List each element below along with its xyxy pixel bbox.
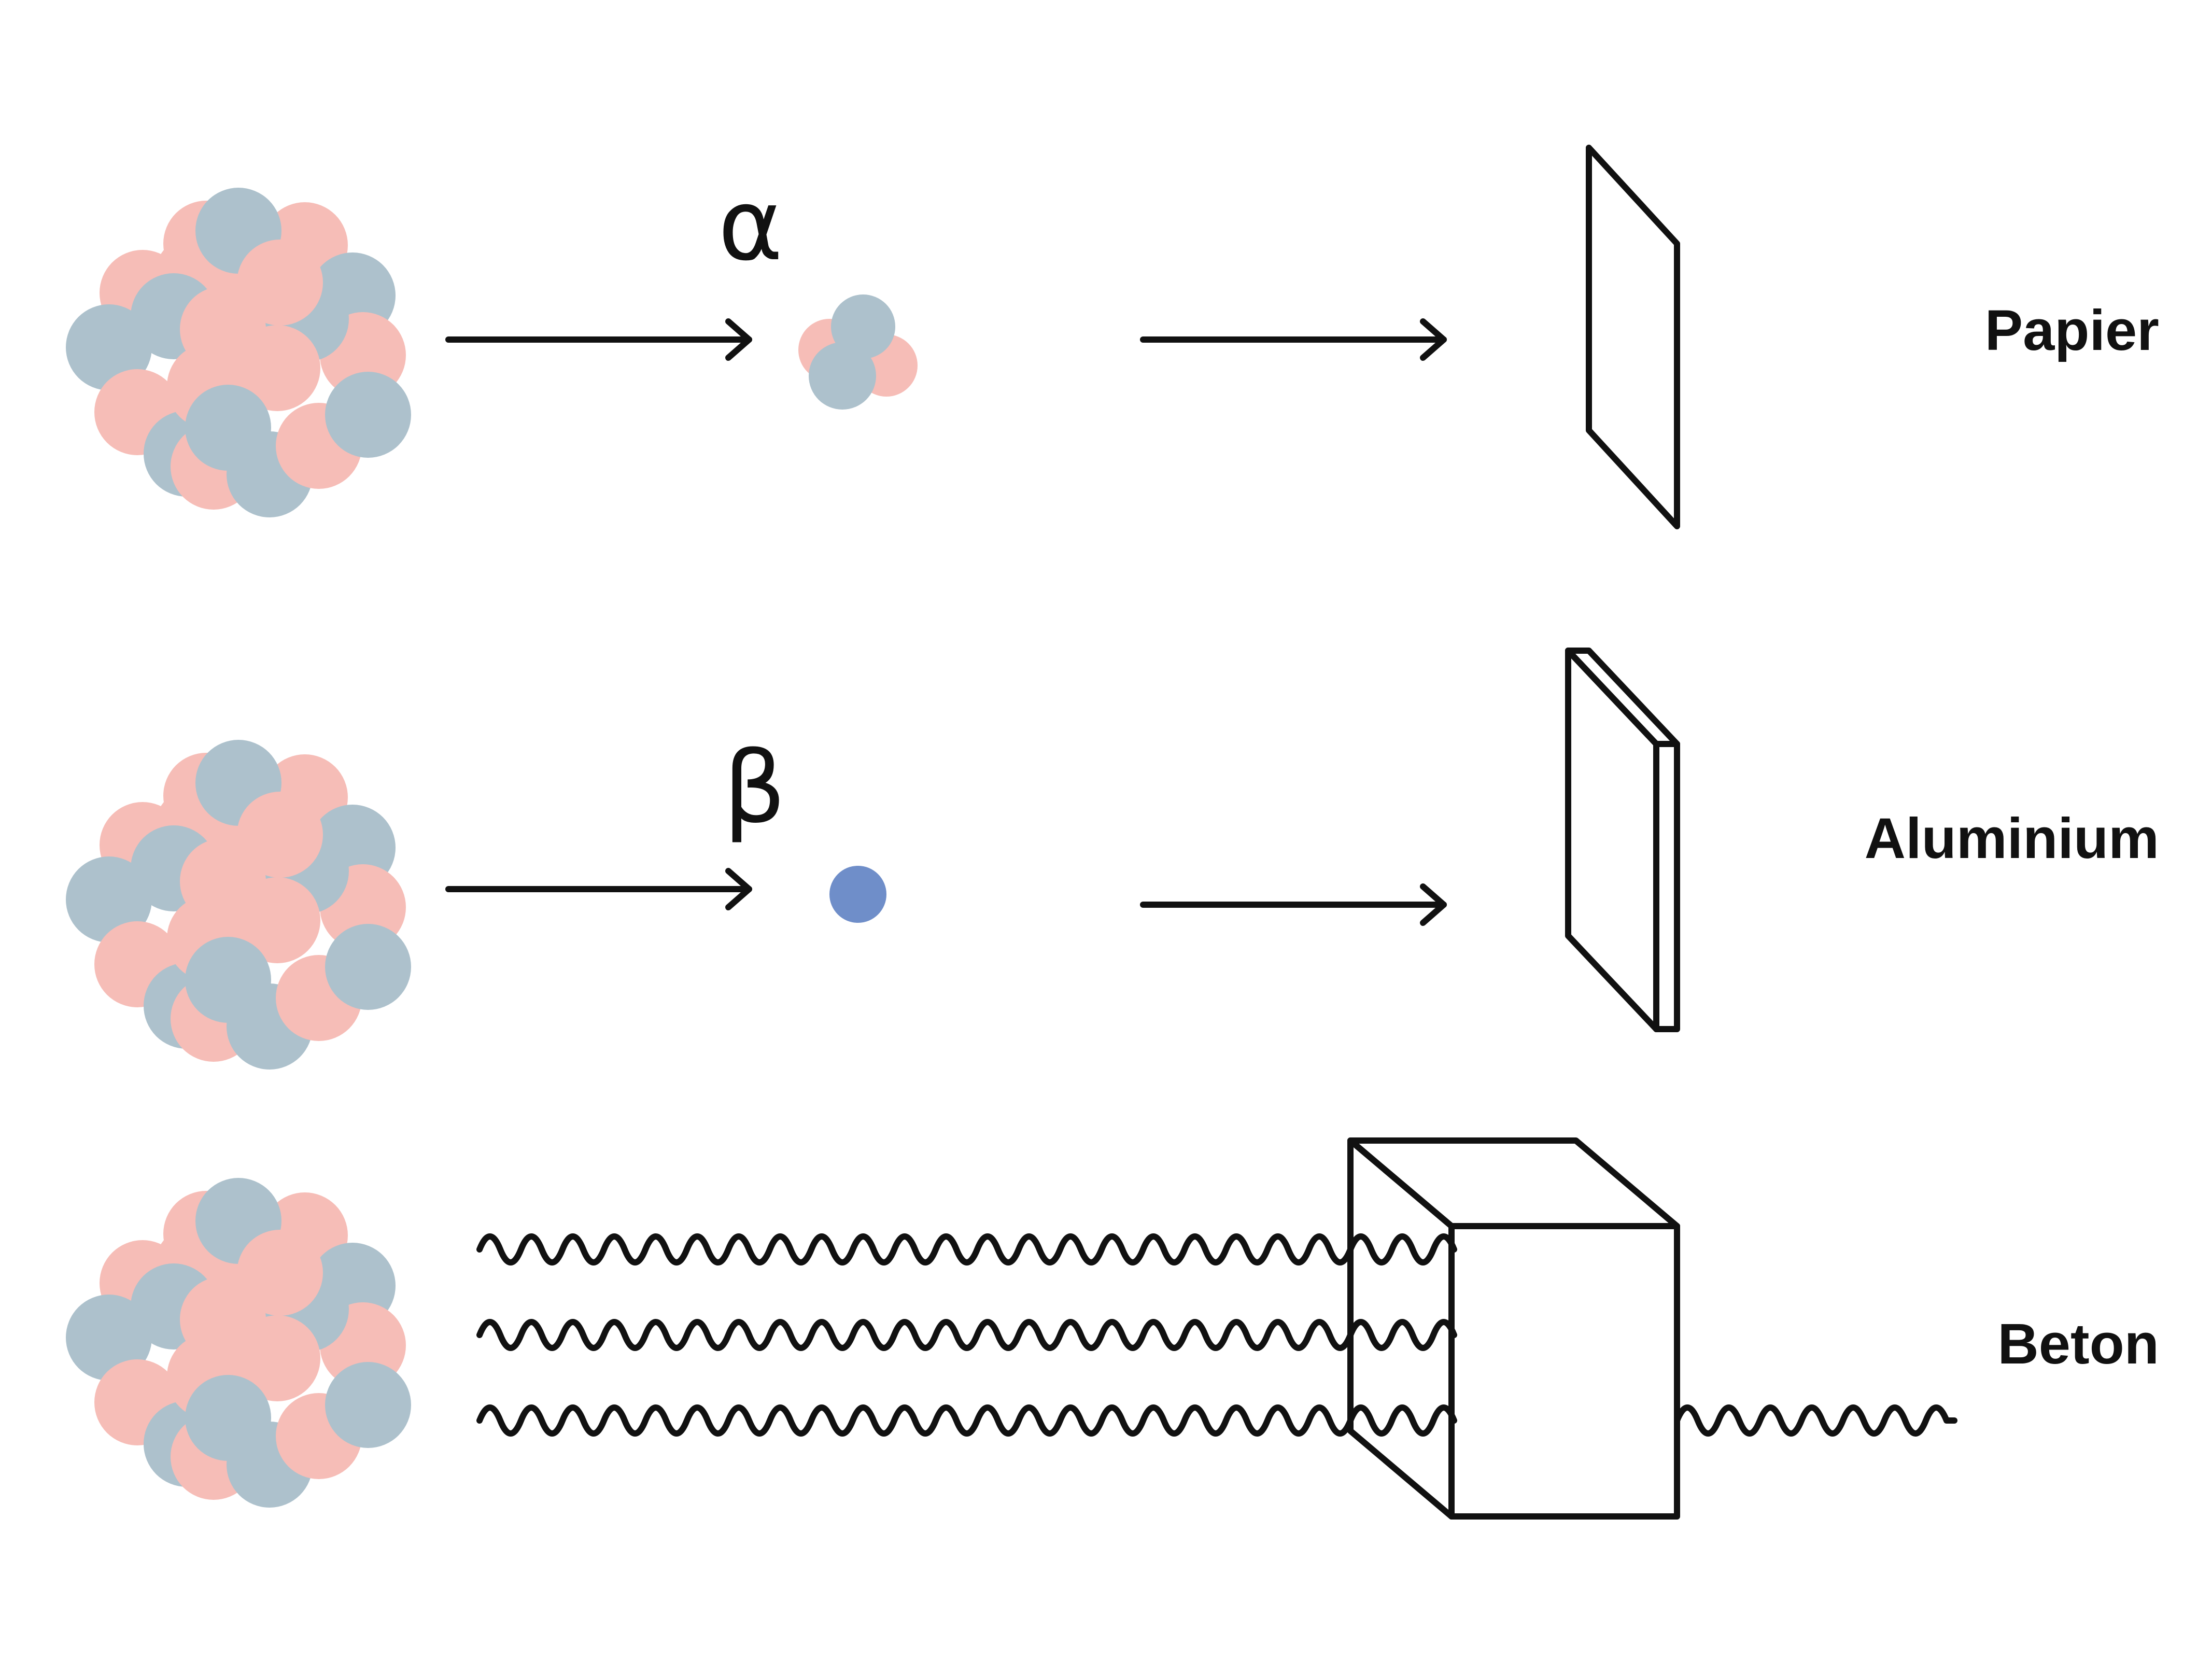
material-label-beton: Beton xyxy=(1997,1312,2159,1376)
alpha-symbol: α xyxy=(718,168,783,283)
beta-symbol: β xyxy=(723,730,786,845)
material-label-aluminium: Aluminium xyxy=(1865,807,2159,870)
row-beta: β Aluminium xyxy=(66,648,2159,1070)
wave-icon xyxy=(480,1408,1454,1433)
wave-icon xyxy=(480,1322,1454,1348)
arrow-icon xyxy=(1140,883,1447,926)
nucleus-icon xyxy=(66,188,411,517)
electron-icon xyxy=(829,866,886,923)
alpha-particle-icon xyxy=(798,294,918,410)
arrow-icon xyxy=(1140,318,1447,361)
row-alpha: α Papier xyxy=(66,145,2159,529)
nucleus-icon xyxy=(66,740,411,1070)
arrow-icon xyxy=(445,318,752,361)
row-gamma: Beton xyxy=(66,1137,2159,1520)
material-label-papier: Papier xyxy=(1985,299,2159,362)
wave-icon xyxy=(480,1236,1454,1262)
arrow-icon xyxy=(445,868,752,910)
wave-icon xyxy=(1674,1404,1957,1437)
concrete-block-icon xyxy=(1347,1137,1680,1520)
nucleus-icon xyxy=(66,1178,411,1508)
aluminium-plate-icon xyxy=(1565,648,1680,1032)
paper-sheet-icon xyxy=(1586,145,1680,529)
